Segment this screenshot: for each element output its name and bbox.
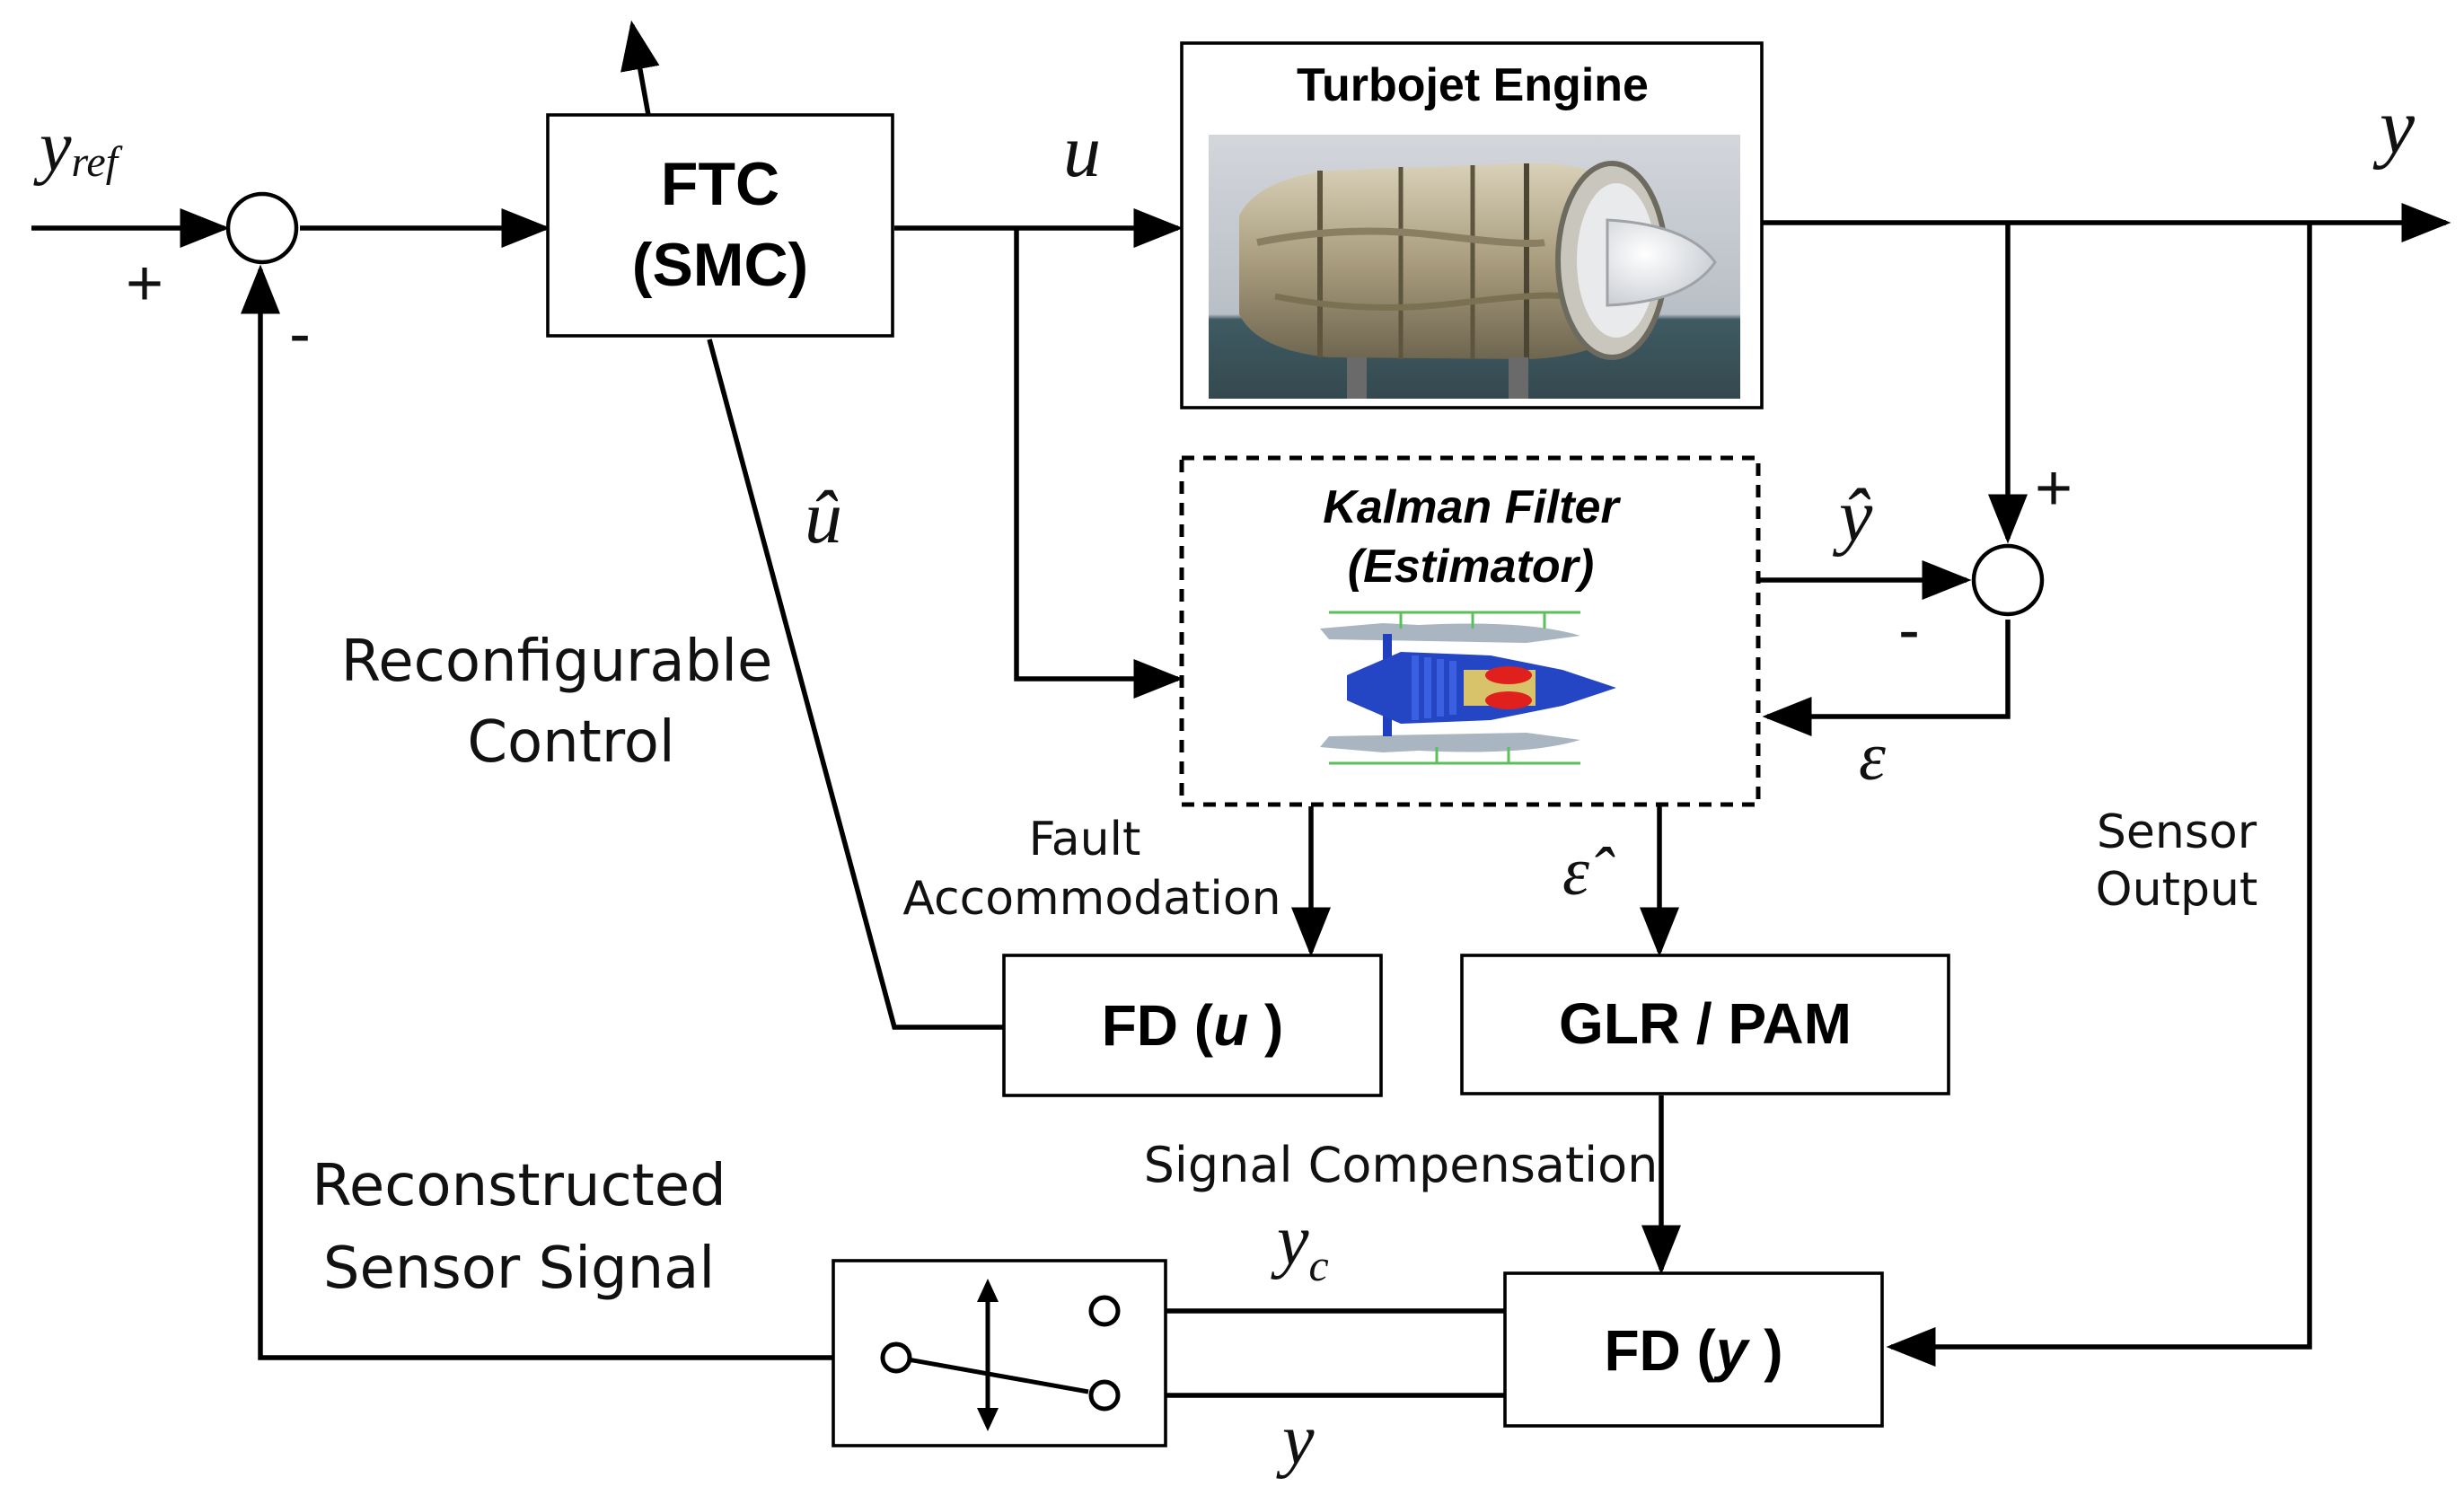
signal-epsilon: ε (1859, 719, 1886, 795)
turbojet-title: Turbojet Engine (1297, 59, 1649, 111)
wire-ftc-up-arrow (620, 20, 660, 116)
engine-schematic-icon (1320, 611, 1616, 765)
wire-reconstructed-to-sum1 (241, 264, 884, 1360)
kalman-filter-block[interactable]: Kalman Filter (Estimator) (1179, 455, 1761, 807)
wire-u-to-kalman (1014, 228, 1184, 699)
switch-arm (897, 1355, 1089, 1394)
fd-y-label: FD (y ) (1604, 1318, 1782, 1383)
reconfigurable-control-label-line2: Control (467, 709, 674, 776)
ftc-sublabel: (SMC) (632, 231, 808, 299)
wire-uhat-ftc-to-fdu (707, 339, 1004, 1030)
sum2-minus-sign: - (1898, 594, 1920, 666)
fault-accommodation-label-line2: Accommodation (902, 872, 1280, 926)
signal-yref: yref (33, 108, 123, 187)
reconstructed-signal-label-line1: Reconstructed (312, 1153, 726, 1219)
summing-junction-input (225, 191, 299, 265)
signal-wires (31, 20, 2451, 1398)
fd-u-block[interactable]: FD (u ) (1002, 954, 1383, 1097)
sum1-minus-sign: - (289, 298, 311, 370)
sensor-output-label-line2: Output (2096, 863, 2258, 917)
signal-u: u (1063, 110, 1101, 193)
wire-epsilon-to-kalman (1762, 620, 2011, 736)
sensor-switch-block[interactable] (832, 1259, 1167, 1447)
wire-sensor-output-to-fdy (1886, 223, 2312, 1367)
turbojet-engine-photo (1209, 135, 1740, 399)
switch-terminal-yc (1088, 1295, 1121, 1327)
summing-junction-residual (1971, 543, 2045, 617)
kalman-sublabel: (Estimator) (1348, 541, 1594, 593)
glr-pam-block[interactable]: GLR / PAM (1460, 954, 1950, 1095)
signal-u-hat: û (805, 476, 842, 559)
sum2-plus-sign: + (2035, 453, 2072, 524)
sensor-output-label-line1: Sensor (2097, 805, 2257, 859)
glr-pam-label: GLR / PAM (1559, 991, 1852, 1056)
fd-y-block[interactable]: FD (y ) (1503, 1271, 1884, 1428)
signal-y-hat: ŷ (1832, 474, 1873, 558)
signal-epsilon-hat: ε̂ (1562, 834, 1615, 910)
ftc-label: FTC (661, 150, 779, 218)
kalman-label: Kalman Filter (1323, 481, 1621, 533)
switch-common-terminal (880, 1341, 912, 1374)
turbojet-engine-block[interactable]: Turbojet Engine (1180, 41, 1764, 409)
fault-accommodation-label-line1: Fault (1029, 813, 1141, 866)
switch-terminal-y (1088, 1379, 1121, 1412)
signal-y-output: y (2372, 84, 2416, 171)
sum1-plus-sign: + (126, 248, 163, 320)
reconfigurable-control-label-line1: Reconfigurable (341, 629, 773, 695)
signal-compensation-label: Signal Compensation (1144, 1137, 1659, 1193)
fd-u-label: FD (u ) (1102, 993, 1284, 1058)
ftc-block[interactable]: FTC (SMC) (546, 113, 894, 338)
reconstructed-signal-label-line2: Sensor Signal (323, 1236, 715, 1302)
signal-yc: yc (1271, 1201, 1329, 1290)
signal-y-switch: y (1276, 1401, 1315, 1480)
